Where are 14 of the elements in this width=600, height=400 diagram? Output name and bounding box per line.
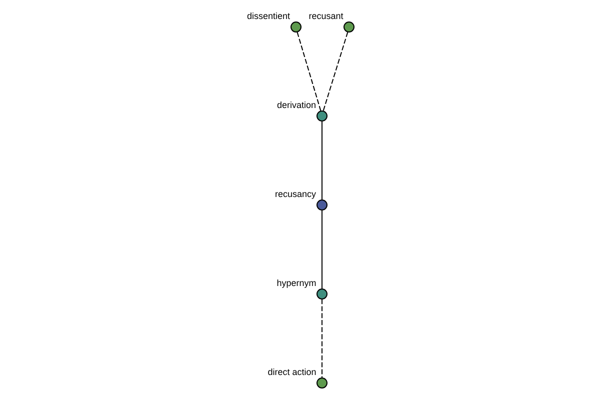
node-circle [290, 22, 302, 32]
connector [296, 32, 322, 112]
node-label: recusant [308, 11, 344, 22]
connector [322, 32, 348, 112]
node-circle [316, 288, 328, 300]
node-label: recusancy [274, 189, 316, 200]
node-circle [316, 378, 328, 388]
node-label: hypernym [276, 278, 316, 288]
node-label: direct action [268, 367, 316, 378]
node-label: dissentient [246, 11, 290, 22]
node-circle [344, 22, 354, 32]
node-circle [316, 110, 328, 122]
node-circle [316, 200, 328, 210]
node-label: derivation [276, 100, 316, 110]
